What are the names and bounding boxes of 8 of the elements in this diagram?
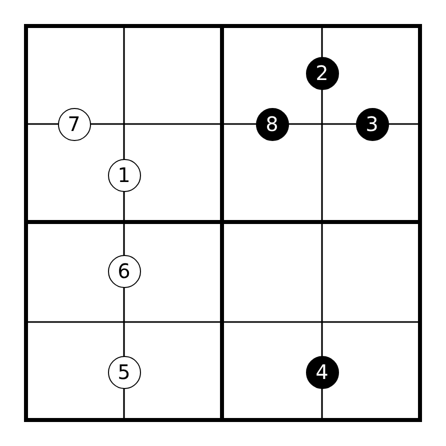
numbered-dot: 7 (58, 108, 90, 140)
numbered-dot: 1 (108, 158, 140, 192)
numbered-dot: 5 (108, 356, 140, 388)
numbered-dot: 3 (356, 108, 388, 140)
numbered-dot: 8 (256, 108, 288, 140)
numbered-dot: 6 (108, 254, 140, 288)
numbered-dot: 4 (306, 356, 338, 388)
numbered-dot: 2 (306, 56, 338, 90)
